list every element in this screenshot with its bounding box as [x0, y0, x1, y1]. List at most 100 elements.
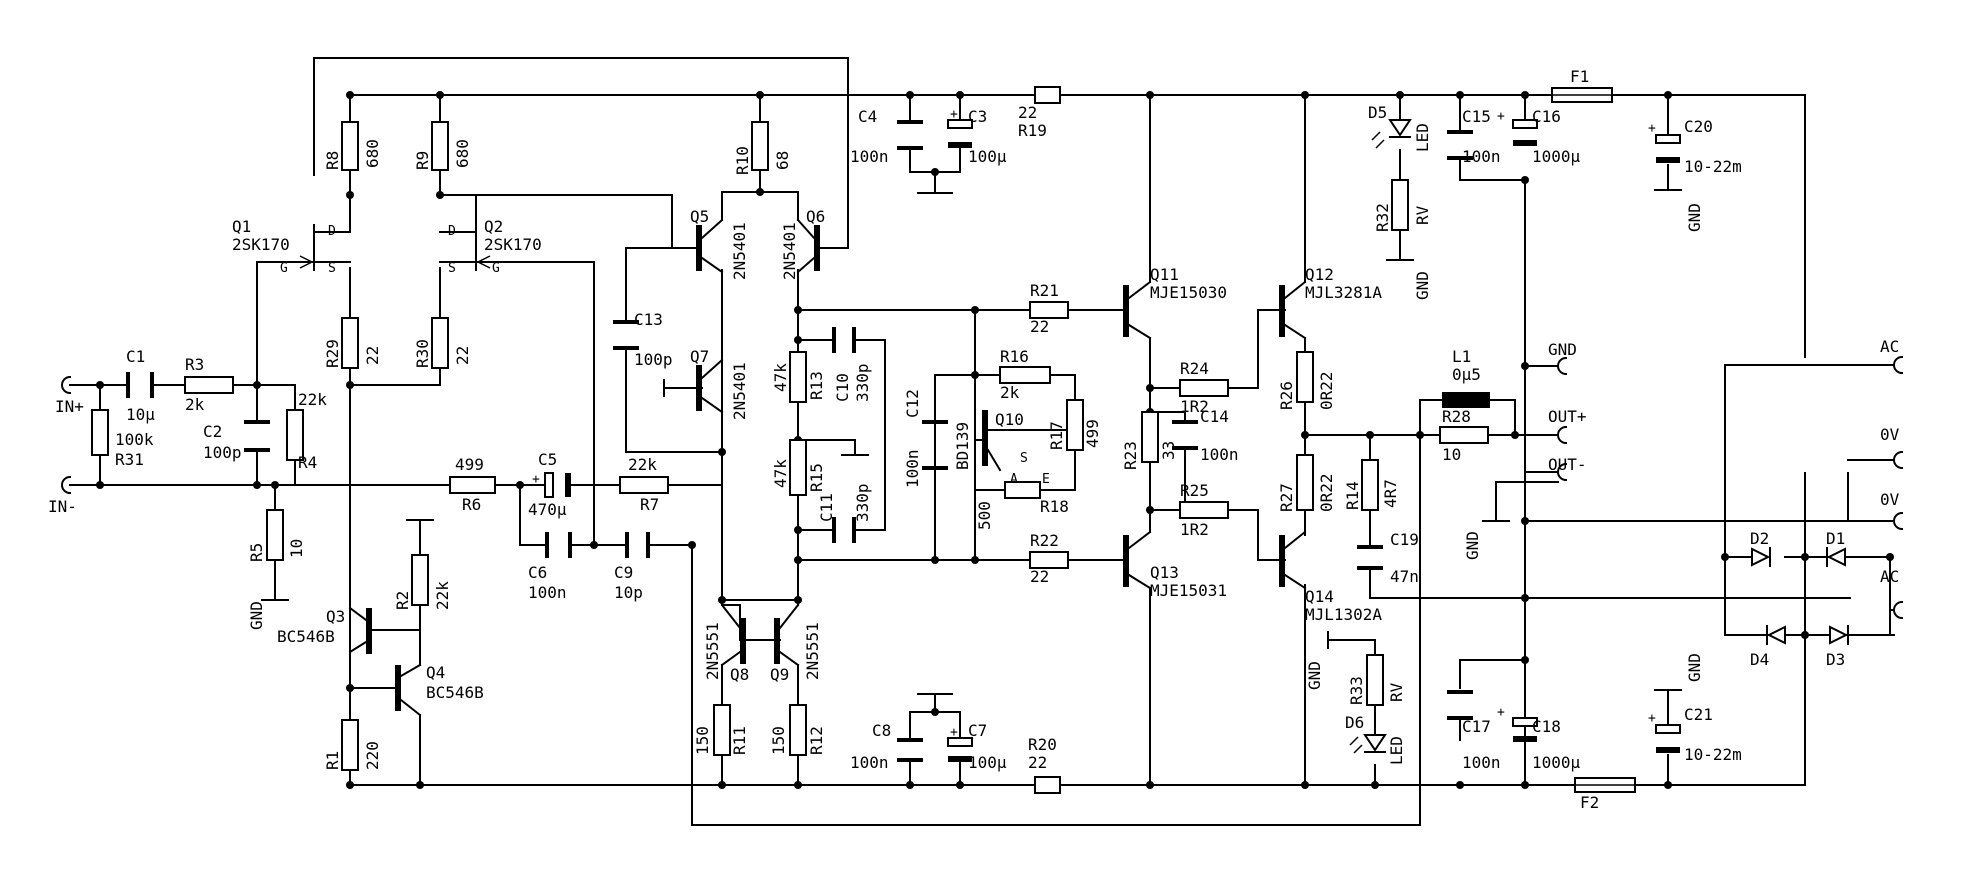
q3-part: BC546B: [277, 627, 335, 646]
r7-label: R7: [640, 495, 659, 514]
c18-label: C18: [1532, 717, 1561, 736]
q13-label: Q13: [1150, 563, 1179, 582]
r26-body: [1296, 351, 1314, 403]
capacitors: ++ ++ ++ +: [126, 107, 1681, 762]
r29-body: [341, 317, 359, 369]
q5-part: 2N5401: [730, 222, 749, 280]
c5-label: C5: [538, 450, 557, 469]
c4-value: 100n: [850, 147, 889, 166]
r10-label: R10: [733, 146, 752, 175]
r26-label: R26: [1277, 381, 1296, 410]
r7-body: [619, 476, 669, 494]
r27-label: R27: [1277, 483, 1296, 512]
r33-body: [1366, 654, 1384, 706]
gnd-label-d5: GND: [1413, 271, 1432, 300]
r27-body: [1296, 454, 1314, 511]
r1-body: [341, 719, 359, 771]
r27-value: 0R22: [1317, 473, 1336, 512]
c19-value: 47n: [1390, 567, 1419, 586]
r17-label: R17: [1047, 421, 1066, 450]
r11-label: R11: [730, 726, 749, 755]
r1-value: 220: [363, 741, 382, 770]
diodes: [1349, 119, 1849, 754]
q10-part: BD139: [953, 422, 972, 470]
r19-body: [1034, 86, 1061, 104]
c12-value: 100n: [903, 449, 922, 488]
r29-value: 22: [363, 346, 382, 365]
c10-label: C10: [833, 373, 852, 402]
d2-label: D2: [1750, 529, 1769, 548]
c2-label: C2: [203, 422, 222, 441]
q6-label: Q6: [806, 207, 825, 226]
r3-value: 2k: [185, 395, 205, 414]
junction-dots: [96, 91, 1894, 789]
svg-text:+: +: [1497, 705, 1505, 720]
d4-label: D4: [1750, 650, 1769, 669]
q1-pin-d: D: [328, 224, 336, 239]
r33-label: R33: [1347, 676, 1366, 705]
transistors: [256, 218, 1307, 717]
c1-value: 10µ: [126, 405, 155, 424]
r18-body: [1004, 481, 1041, 499]
zero-v-label-2: 0V: [1880, 490, 1900, 509]
c9-value: 10p: [614, 583, 643, 602]
connectors: [61, 355, 1904, 620]
c9-label: C9: [614, 563, 633, 582]
d1-label: D1: [1826, 529, 1845, 548]
r5-label: R5: [247, 543, 266, 562]
c8-value: 100n: [850, 753, 889, 772]
r14-value: 4R7: [1381, 479, 1400, 508]
c3-value: 100µ: [968, 147, 1007, 166]
r25-value: 1R2: [1180, 520, 1209, 539]
r1-label: R1: [323, 751, 342, 770]
c16-label: C16: [1532, 107, 1561, 126]
r21-label: R21: [1030, 281, 1059, 300]
r9-label: R9: [413, 151, 432, 170]
svg-text:+: +: [1648, 711, 1656, 726]
r18-pin-a: A: [1010, 472, 1018, 487]
r16-value: 2k: [1000, 383, 1020, 402]
q1-part: 2SK170: [232, 235, 290, 254]
r6-value: 499: [455, 455, 484, 474]
r16-label: R16: [1000, 347, 1029, 366]
r4-value: 22k: [298, 390, 327, 409]
r29-label: R29: [323, 339, 342, 368]
c11-value: 330p: [853, 483, 872, 522]
gnd-label-rot-out: GND: [1463, 531, 1482, 560]
r18-label: R18: [1040, 497, 1069, 516]
q11-label: Q11: [1150, 265, 1179, 284]
r16-body: [999, 366, 1051, 384]
r4-body: [286, 409, 304, 461]
r2-body: [411, 554, 429, 606]
r8-value: 680: [363, 139, 382, 168]
r19-label: R19: [1018, 121, 1047, 140]
r28-value: 10: [1442, 445, 1461, 464]
c20-value: 10-22m: [1684, 157, 1742, 176]
r18-pin-s: S: [1020, 451, 1028, 466]
c13-value: 100p: [634, 350, 673, 369]
r22-value: 22: [1030, 567, 1049, 586]
r18-pin-e: E: [1042, 472, 1050, 487]
q3-label: Q3: [326, 607, 345, 626]
svg-text:+: +: [950, 725, 958, 740]
zero-v-label-1: 0V: [1880, 425, 1900, 444]
c17-label: C17: [1462, 717, 1491, 736]
r18-value: 500: [975, 501, 994, 530]
c11-label: C11: [817, 493, 836, 522]
r28-body: [1439, 426, 1489, 444]
r30-label: R30: [413, 339, 432, 368]
q14-part: MJL1302A: [1305, 605, 1382, 624]
r12-body: [789, 704, 807, 756]
r9-body: [431, 121, 449, 171]
c15-label: C15: [1462, 107, 1491, 126]
r11-value: 150: [693, 726, 712, 755]
r23-value: 33: [1159, 441, 1178, 460]
l1-value: 0µ5: [1452, 365, 1481, 384]
gnd-label-c20: GND: [1685, 203, 1704, 232]
q12-label: Q12: [1305, 265, 1334, 284]
r25-label: R25: [1180, 481, 1209, 500]
c1-label: C1: [126, 347, 145, 366]
r13-label: R13: [807, 371, 826, 400]
q1-pin-g: G: [280, 261, 288, 276]
ground-symbols: [261, 189, 1682, 695]
